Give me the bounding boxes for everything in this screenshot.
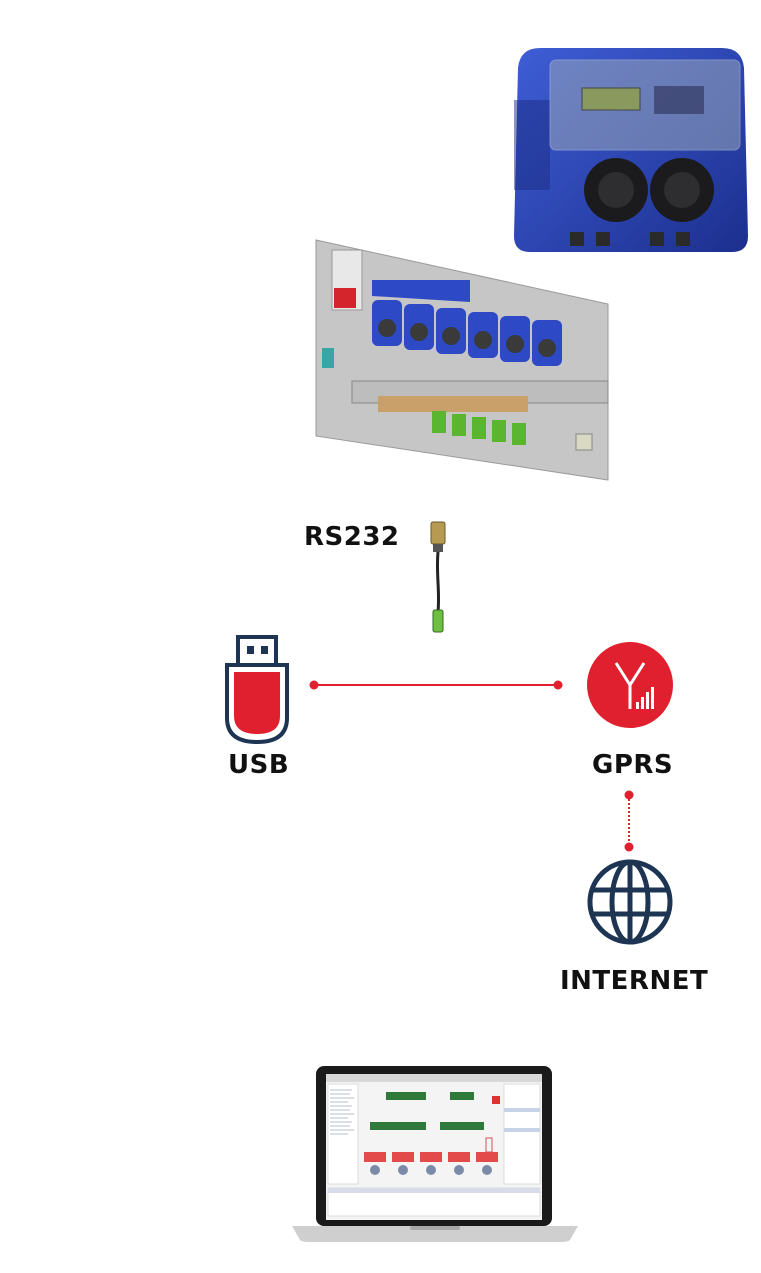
pump-panel-device	[315, 239, 609, 481]
usb-gprs-connector	[309, 680, 563, 690]
usb-label: USB	[228, 750, 290, 780]
antenna-signal-icon	[587, 642, 673, 728]
gprs-internet-connector	[624, 790, 634, 852]
gprs-label: GPRS	[592, 750, 674, 780]
globe-icon	[587, 859, 673, 945]
rs232-label: RS232	[304, 522, 400, 552]
usb-stick-icon	[225, 635, 289, 745]
laptop-device	[292, 1066, 578, 1242]
dual-pump-device	[514, 48, 748, 252]
internet-label: INTERNET	[560, 966, 709, 996]
rs232-cable	[430, 521, 446, 633]
